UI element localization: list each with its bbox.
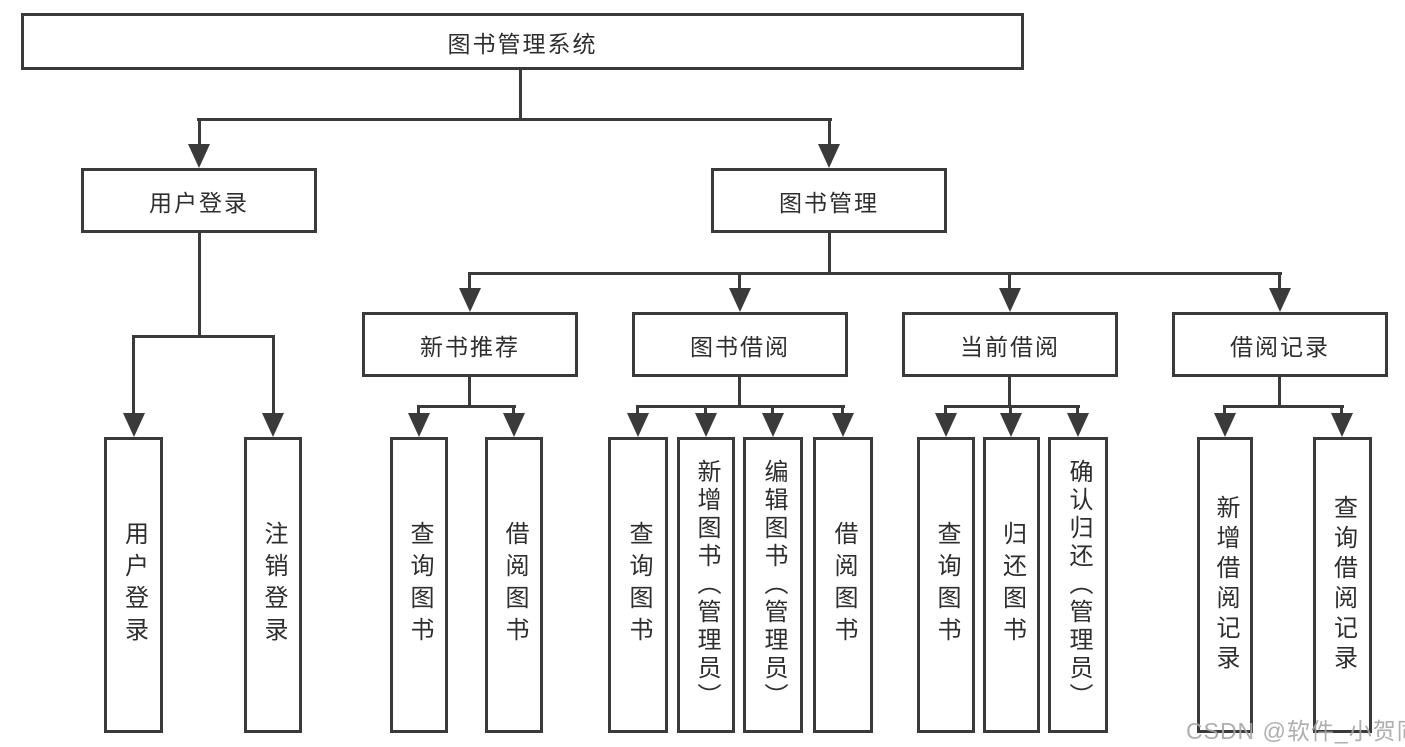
node-root: 图书管理系统 — [21, 13, 1024, 70]
leaf-recommend-borrow-books-label: 借阅图书 — [501, 521, 528, 649]
leaf-current-confirm-return-admin: 确认归还（管理员） — [1048, 437, 1108, 733]
node-new-book-recommend-label: 新书推荐 — [420, 333, 520, 360]
connector-g5-stub2 — [1340, 405, 1343, 417]
connector-l2-stub-right — [828, 118, 831, 148]
leaf-current-query-books: 查询图书 — [917, 437, 975, 733]
leaf-records-query-record: 查询借阅记录 — [1313, 437, 1372, 733]
leaf-logout: 注销登录 — [244, 437, 302, 733]
node-book-borrow: 图书借阅 — [632, 312, 848, 377]
connector-g2-hbar — [417, 405, 516, 408]
leaf-recommend-borrow-books: 借阅图书 — [485, 437, 543, 733]
connector-g4-stub2 — [1009, 405, 1012, 417]
connector-l3-stub1 — [468, 272, 471, 292]
connector-g4-stub1 — [944, 405, 947, 417]
leaf-current-query-books-label: 查询图书 — [933, 521, 960, 649]
node-current-borrow: 当前借阅 — [902, 312, 1118, 377]
leaf-borrow-edit-books-admin-label: 编辑图书（管理员） — [760, 459, 787, 711]
arrow-down-borrow-borrow — [832, 413, 854, 437]
arrow-down-current-return — [1000, 413, 1022, 437]
connector-l3-stub3 — [1008, 272, 1011, 292]
connector-g4-stub3 — [1076, 405, 1079, 417]
leaf-borrow-borrow-books-label: 借阅图书 — [830, 521, 857, 649]
connector-g3-vline — [738, 377, 741, 408]
connector-g3-stub3 — [771, 405, 774, 417]
leaf-current-return-books-label: 归还图书 — [998, 521, 1026, 649]
connector-g4-hbar — [944, 405, 1080, 408]
arrow-down-records-add — [1214, 413, 1236, 437]
connector-g3-hbar — [636, 405, 845, 408]
arrow-down-leaf-user-login — [123, 413, 145, 437]
node-borrow-records-label: 借阅记录 — [1230, 333, 1330, 360]
connector-g4-vline — [1008, 377, 1011, 408]
leaf-logout-label: 注销登录 — [260, 521, 287, 649]
connector-g5-hbar — [1223, 405, 1344, 408]
arrow-down-current-borrow — [999, 288, 1021, 312]
leaf-borrow-edit-books-admin: 编辑图书（管理员） — [743, 437, 803, 733]
arrow-down-current-query — [935, 413, 957, 437]
node-book-borrow-label: 图书借阅 — [690, 333, 790, 360]
node-book-management-label: 图书管理 — [779, 189, 879, 216]
leaf-recommend-query-books: 查询图书 — [390, 437, 448, 733]
node-current-borrow-label: 当前借阅 — [960, 333, 1060, 360]
arrow-down-recommend-query — [408, 413, 430, 437]
arrow-down-borrow-query — [627, 413, 649, 437]
arrow-down-borrow-records — [1269, 288, 1291, 312]
connector-g3-stub1 — [636, 405, 639, 417]
leaf-user-login-label: 用户登录 — [120, 521, 148, 649]
leaf-borrow-borrow-books: 借阅图书 — [813, 437, 873, 733]
node-new-book-recommend: 新书推荐 — [362, 312, 578, 377]
arrow-down-new-book-recommend — [459, 288, 481, 312]
connector-g3-stub2 — [704, 405, 707, 417]
leaf-borrow-query-books: 查询图书 — [608, 437, 668, 733]
connector-g3-stub4 — [841, 405, 844, 417]
connector-l3-hbar — [468, 272, 1282, 275]
node-user-login: 用户登录 — [81, 168, 317, 233]
arrow-down-records-query — [1331, 413, 1353, 437]
leaf-records-query-record-label: 查询借阅记录 — [1329, 495, 1357, 675]
connector-l2-stub-left — [198, 118, 201, 148]
leaf-borrow-query-books-label: 查询图书 — [625, 521, 652, 649]
connector-userlogin-vline — [198, 233, 201, 338]
csdn-watermark: CSDN @软件_小贺同学 — [1186, 718, 1405, 744]
arrow-down-book-borrow — [729, 288, 751, 312]
connector-g5-vline — [1278, 377, 1281, 408]
leaf-records-add-record-label: 新增借阅记录 — [1212, 495, 1239, 675]
leaf-current-confirm-return-admin-label: 确认归还（管理员） — [1065, 459, 1092, 711]
arrow-down-book-management — [818, 144, 840, 168]
arrow-down-user-login — [188, 144, 210, 168]
connector-g2-vline — [468, 377, 471, 408]
leaf-current-return-books: 归还图书 — [983, 437, 1040, 733]
node-user-login-label: 用户登录 — [149, 189, 249, 216]
arrow-down-borrow-add — [695, 413, 717, 437]
connector-userlogin-stub2 — [272, 335, 275, 417]
node-root-label: 图书管理系统 — [447, 30, 598, 57]
leaf-records-add-record: 新增借阅记录 — [1197, 437, 1253, 733]
leaf-recommend-query-books-label: 查询图书 — [406, 521, 433, 649]
node-book-management: 图书管理 — [711, 168, 947, 233]
connector-g5-stub1 — [1223, 405, 1226, 417]
connector-root-vline — [519, 69, 522, 121]
connector-bookmgmt-vline — [828, 233, 831, 275]
leaf-borrow-add-books-admin: 新增图书（管理员） — [677, 437, 735, 733]
connector-g2-stub1 — [417, 405, 420, 417]
node-borrow-records: 借阅记录 — [1172, 312, 1388, 377]
leaf-user-login: 用户登录 — [104, 437, 163, 733]
connector-userlogin-stub1 — [132, 335, 135, 417]
arrow-down-current-confirm — [1067, 413, 1089, 437]
connector-l3-stub2 — [738, 272, 741, 292]
leaf-borrow-add-books-admin-label: 新增图书（管理员） — [693, 459, 720, 711]
arrow-down-borrow-edit — [762, 413, 784, 437]
arrow-down-recommend-borrow — [503, 413, 525, 437]
connector-userlogin-hbar — [132, 335, 275, 338]
connector-g2-stub2 — [512, 405, 515, 417]
connector-l2-hbar — [197, 118, 832, 121]
arrow-down-leaf-logout — [262, 413, 284, 437]
connector-l3-stub4 — [1278, 272, 1281, 292]
